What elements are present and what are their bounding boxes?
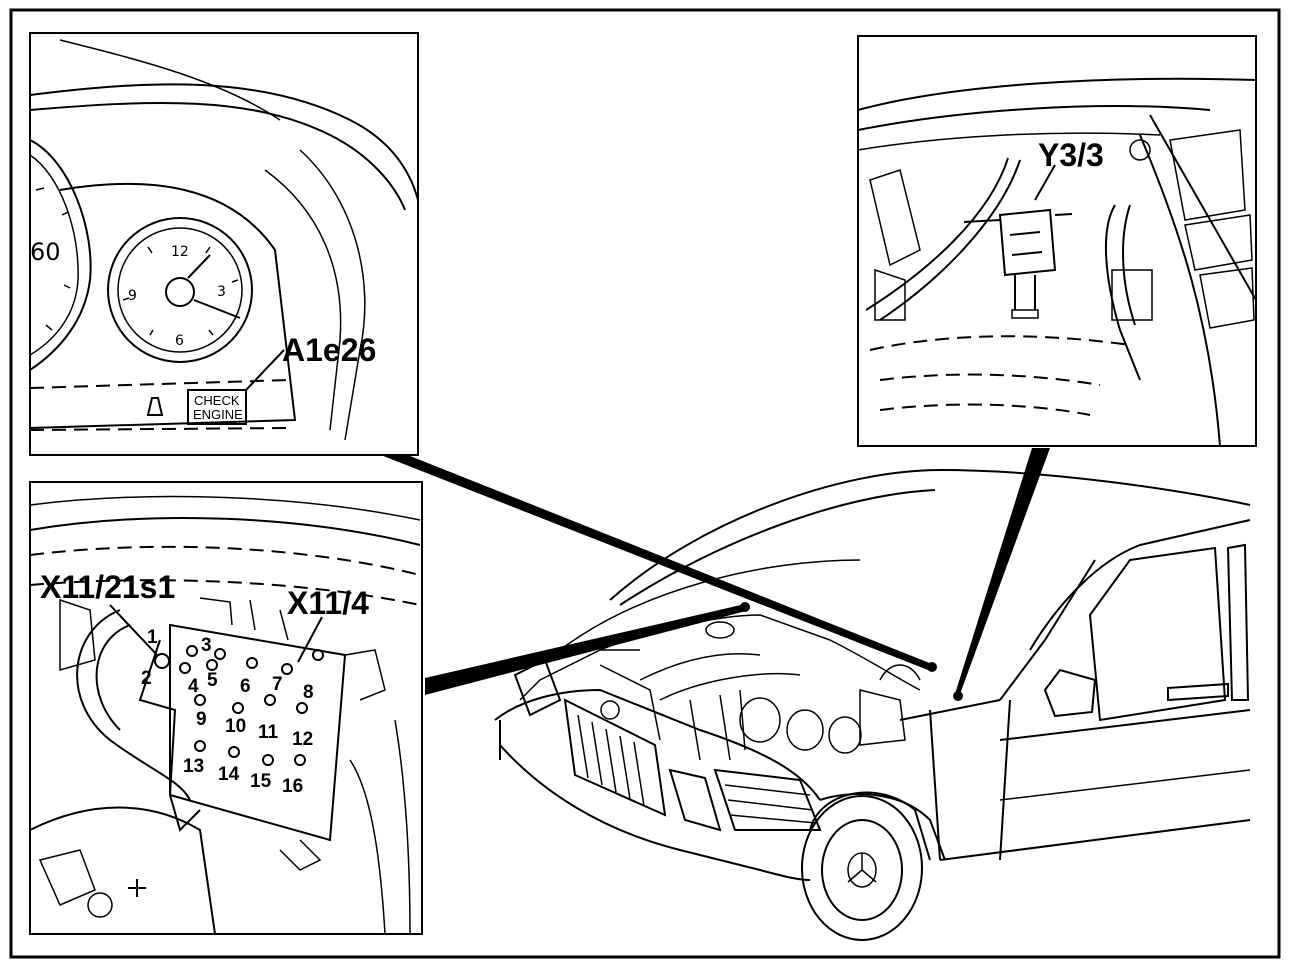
leader-connector bbox=[425, 604, 746, 695]
lamp-text-1: CHECK bbox=[194, 393, 240, 408]
pin-12: 12 bbox=[292, 729, 313, 750]
pin-7: 7 bbox=[272, 674, 283, 695]
check-engine-lamp bbox=[187, 389, 247, 425]
pin-2: 2 bbox=[141, 668, 152, 689]
pin-1: 1 bbox=[147, 627, 158, 648]
leader-valve bbox=[955, 448, 1050, 694]
clock-3: 3 bbox=[217, 284, 226, 300]
pin-8: 8 bbox=[303, 682, 314, 703]
pin-3: 3 bbox=[201, 635, 212, 656]
plus-sign-icon bbox=[128, 879, 146, 897]
pin-11: 11 bbox=[258, 722, 279, 743]
label-a1e26: A1e26 bbox=[282, 332, 376, 368]
pin-6: 6 bbox=[240, 676, 251, 697]
pin-9: 9 bbox=[196, 709, 207, 730]
inset-connector: 1 2 3 4 5 6 7 8 9 10 11 12 13 14 15 16 X… bbox=[29, 481, 423, 935]
clock-face bbox=[107, 217, 253, 363]
pin-holes bbox=[154, 645, 324, 766]
inset-instrument-cluster: 60 12 3 6 9 CHECK ENGINE A1e26 bbox=[29, 32, 419, 456]
clock-9: 9 bbox=[128, 288, 137, 304]
label-x11-4: X11/4 bbox=[287, 585, 369, 621]
outer-frame bbox=[9, 8, 1281, 959]
pin-13: 13 bbox=[183, 756, 204, 777]
pin-4: 4 bbox=[188, 676, 199, 697]
pin-10: 10 bbox=[225, 716, 246, 737]
clock-hub bbox=[165, 277, 195, 307]
belt-warning-icon bbox=[146, 397, 164, 416]
lamp-text-2: ENGINE bbox=[193, 407, 243, 422]
connector-housing bbox=[169, 623, 347, 842]
pin-16: 16 bbox=[282, 776, 303, 797]
pin-15: 15 bbox=[250, 771, 272, 792]
label-x11-21s1: X11/21s1 bbox=[40, 569, 175, 605]
car-illustration bbox=[494, 468, 1251, 941]
battery-terminal bbox=[87, 892, 113, 918]
clock-6: 6 bbox=[175, 333, 184, 349]
leader-instrument bbox=[373, 446, 932, 670]
label-y3-3: Y3/3 bbox=[1038, 137, 1104, 173]
pin-14: 14 bbox=[218, 764, 240, 785]
pin-5: 5 bbox=[207, 670, 218, 691]
speedo-numeral: 60 bbox=[30, 238, 61, 266]
clock-12: 12 bbox=[171, 244, 189, 260]
inset-valve: Y3/3 bbox=[857, 35, 1257, 447]
